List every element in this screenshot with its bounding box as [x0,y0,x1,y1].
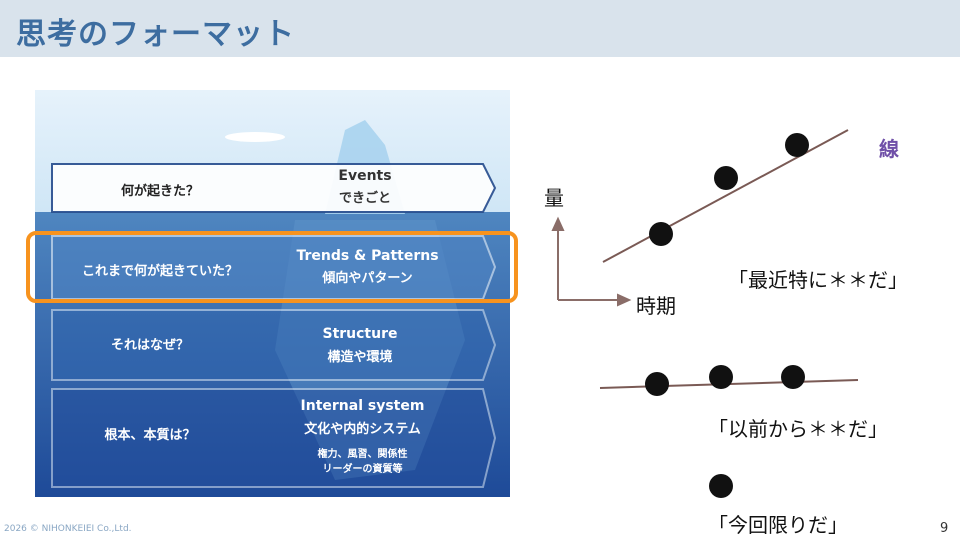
page-number: 9 [940,521,949,536]
band-internal-note1: 権力、風習、関係性 [317,449,408,460]
trend-dot [714,166,738,190]
flat-caption: 「以前から＊＊だ」 [708,417,888,441]
iceberg-graphic [35,90,510,497]
highlight-box [26,231,518,303]
band-events-question: 何が起きた？ [120,184,199,199]
trend-dot [649,222,673,246]
trend-caption: 「最近特に＊＊だ」 [728,268,908,292]
trend-line [602,129,849,263]
band-trends-question: これまで何が起きていた？ [81,264,238,279]
x-axis-label: 時期 [636,294,676,318]
band-internal-ja: 文化や内的システム [304,422,421,437]
trend-dot [785,133,809,157]
copyright: 2026 © NIHONKEIEI Co.,Ltd. [4,524,132,534]
band-structure-ja: 構造や環境 [327,350,393,365]
flat-dot [645,372,669,396]
band-internal-note2: リーダーの資質等 [322,464,403,475]
page-title: 思考のフォーマット [16,17,295,52]
band-internal-question: 根本、本質は？ [104,428,196,443]
band-internal-en: Internal system [300,398,425,414]
band-trends-ja: 傾向やパターン [322,271,413,286]
band-structure-en: Structure [322,326,398,342]
band-events-en: Events [338,168,392,184]
single-caption: 「今回限りだ」 [708,513,848,537]
line-label: 線 [879,137,899,161]
y-axis-label: 量 [544,186,564,210]
iceberg-image [35,90,510,497]
flat-dot [781,365,805,389]
band-trends-en: Trends & Patterns [296,248,439,264]
header-bar [0,0,960,57]
axes [551,216,632,307]
single-dot [709,474,733,498]
band-structure-question: それはなぜ？ [110,338,189,353]
band-events-ja: できごと [338,191,391,206]
flat-dot [709,365,733,389]
